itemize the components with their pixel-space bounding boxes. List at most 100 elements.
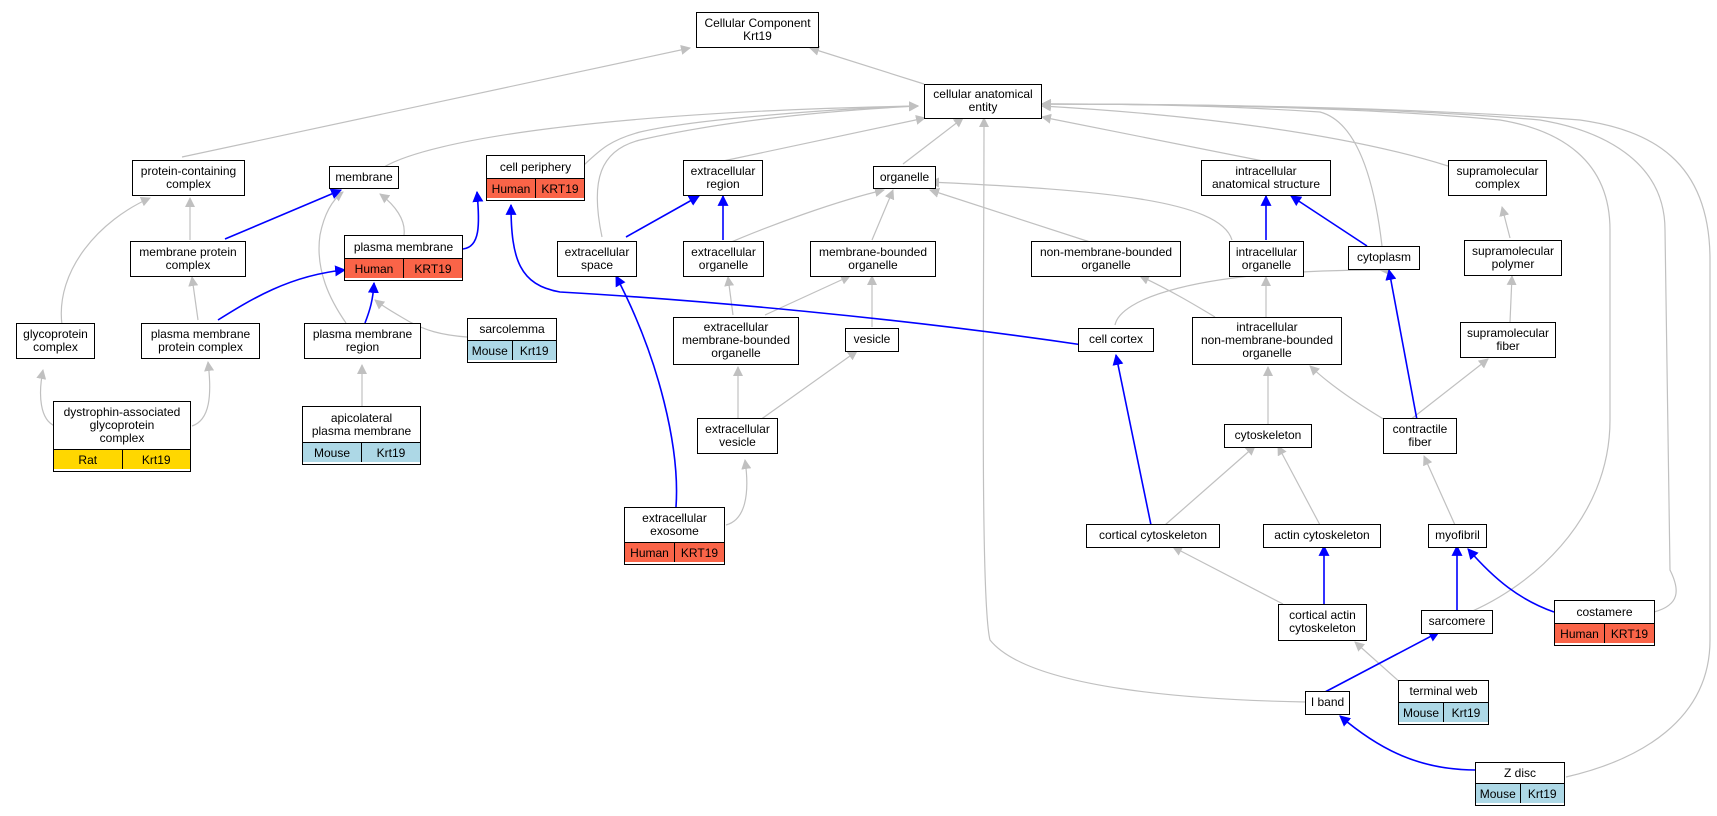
node-plasma-membrane[interactable]: plasma membrane Human KRT19 (344, 235, 463, 281)
node-label: cell cortex (1088, 332, 1144, 346)
node-myofibril[interactable]: myofibril (1428, 524, 1487, 548)
edge-pm-membrane (379, 193, 405, 236)
node-apicolateral-plasma-membrane[interactable]: apicolateral plasma membrane Mouse Krt19 (302, 406, 421, 465)
node-cellular-anatomical-entity[interactable]: cellular anatomical entity (924, 84, 1042, 119)
node-plasma-membrane-region[interactable]: plasma membrane region (304, 323, 421, 359)
node-extracellular-space[interactable]: extracellular space (557, 241, 637, 277)
node-i-band[interactable]: I band (1305, 691, 1350, 715)
edge-membrane-cae (383, 101, 919, 168)
edge-pmr-pm (364, 281, 379, 324)
edge-iband-cae (978, 117, 1307, 703)
node-sarcomere[interactable]: sarcomere (1421, 610, 1493, 634)
node-actin-cytoskeleton[interactable]: actin cytoskeleton (1263, 524, 1381, 548)
annotation-row: Human KRT19 (1555, 623, 1654, 643)
node-label: extracellular space (564, 244, 630, 272)
edge-nmbo-organelle (929, 188, 1091, 243)
node-label: intracellular non-membrane-bounded organ… (1200, 320, 1334, 360)
edge-intorg-organelle (929, 177, 1233, 241)
node-label: vesicle (853, 332, 891, 346)
edge-dgc-gpc (36, 369, 56, 427)
species-tag: Rat (54, 450, 122, 469)
node-z-disc[interactable]: Z disc Mouse Krt19 (1475, 762, 1565, 806)
node-cell-cortex[interactable]: cell cortex (1078, 328, 1154, 352)
node-extracellular-region[interactable]: extracellular region (683, 160, 763, 196)
node-extracellular-vesicle[interactable]: extracellular vesicle (697, 418, 778, 454)
node-cellular-component[interactable]: Cellular Component Krt19 (696, 12, 819, 48)
node-protein-containing-complex[interactable]: protein-containing complex (132, 160, 245, 196)
edge-excspace-cae (596, 101, 919, 238)
node-membrane-protein-complex[interactable]: membrane protein complex (130, 241, 246, 277)
edge-pcc-root (181, 44, 691, 158)
edge-excspace-excreg (625, 195, 700, 238)
node-terminal-web[interactable]: terminal web Mouse Krt19 (1398, 680, 1489, 725)
edge-exosome-excves (725, 459, 752, 526)
edge-ccyto-cytoskel (1164, 445, 1256, 526)
node-extracellular-membrane-bounded-organelle[interactable]: extracellular membrane-bounded organelle (673, 317, 799, 365)
node-extracellular-organelle[interactable]: extracellular organelle (683, 241, 764, 277)
edge-organelle-cae (902, 117, 964, 165)
node-label: protein-containing complex (140, 163, 237, 191)
node-cortical-cytoskeleton[interactable]: cortical cytoskeleton (1086, 524, 1220, 548)
node-label: cortical actin cytoskeleton (1289, 608, 1356, 635)
edge-cellper-cae (583, 101, 919, 166)
annotation-row: Mouse Krt19 (1399, 702, 1488, 722)
edge-pmpc-pm (217, 265, 347, 321)
edge-iband-sarcomere (1324, 631, 1440, 693)
node-cytoplasm[interactable]: cytoplasm (1348, 246, 1420, 270)
node-dystrophin-associated-glycoprotein-complex[interactable]: dystrophin-associated glycoprotein compl… (53, 401, 191, 472)
node-label: sarcolemma (479, 322, 545, 336)
node-supramolecular-fiber[interactable]: supramolecular fiber (1460, 322, 1556, 358)
node-label: Z disc (1503, 765, 1536, 780)
node-supramolecular-complex[interactable]: supramolecular complex (1448, 160, 1547, 196)
annotation-row: Human KRT19 (625, 542, 724, 562)
node-intracellular-organelle[interactable]: intracellular organelle (1229, 241, 1304, 277)
annotation-row: Human KRT19 (345, 258, 462, 278)
node-sarcolemma[interactable]: sarcolemma Mouse Krt19 (467, 318, 557, 363)
edge-embo-excorg (724, 276, 735, 316)
node-cortical-actin-cytoskeleton[interactable]: cortical actin cytoskeleton (1278, 604, 1367, 641)
edge-excves-vesicle (759, 350, 858, 421)
node-costamere[interactable]: costamere Human KRT19 (1554, 600, 1655, 646)
edge-myofibril-cf (1423, 455, 1456, 526)
species-tag: Mouse (1399, 703, 1443, 722)
node-organelle[interactable]: organelle (873, 166, 936, 189)
species-tag: Mouse (1476, 784, 1520, 803)
edge-excreg-cae (722, 114, 926, 162)
node-vesicle[interactable]: vesicle (845, 328, 899, 352)
edge-gpc-pcc (60, 197, 151, 326)
edge-ias-cae (1041, 113, 1264, 162)
edge-cf-smf (1409, 358, 1489, 421)
edge-smf-smp (1506, 275, 1517, 323)
gene-tag: KRT19 (535, 179, 584, 198)
node-non-membrane-bounded-organelle[interactable]: non-membrane-bounded organelle (1031, 241, 1181, 277)
node-label: terminal web (1409, 684, 1478, 698)
node-intracellular-non-membrane-bounded-organelle[interactable]: intracellular non-membrane-bounded organ… (1192, 317, 1342, 365)
edge-cytoplasm-ias (1290, 195, 1368, 247)
species-tag: Mouse (468, 341, 512, 360)
edge-exosome-excspace (615, 275, 678, 508)
edge-pm-cellper (462, 190, 484, 250)
node-glycoprotein-complex[interactable]: glycoprotein complex (16, 323, 95, 359)
node-contractile-fiber[interactable]: contractile fiber (1383, 418, 1457, 454)
node-supramolecular-polymer[interactable]: supramolecular polymer (1464, 240, 1562, 276)
edge-cf-cytoplasm (1385, 268, 1418, 421)
node-intracellular-anatomical-structure[interactable]: intracellular anatomical structure (1201, 160, 1331, 196)
node-plasma-membrane-protein-complex[interactable]: plasma membrane protein complex (141, 323, 260, 359)
node-label: dystrophin-associated glycoprotein compl… (63, 405, 181, 445)
edge-cortex-cellper (505, 203, 1084, 346)
annotation-row: Human KRT19 (487, 178, 584, 198)
node-extracellular-exosome[interactable]: extracellular exosome Human KRT19 (624, 507, 725, 565)
node-membrane[interactable]: membrane (329, 166, 399, 189)
gene-tag: KRT19 (1604, 624, 1654, 643)
annotation-row: Rat Krt19 (54, 449, 190, 469)
node-label: extracellular organelle (691, 244, 756, 272)
node-membrane-bounded-organelle[interactable]: membrane-bounded organelle (810, 241, 936, 277)
node-label: costamere (1576, 604, 1633, 619)
node-label: intracellular anatomical structure (1211, 163, 1321, 191)
annotation-row: Mouse Krt19 (303, 442, 420, 462)
node-label: cell periphery (499, 159, 572, 174)
node-cytoskeleton[interactable]: cytoskeleton (1224, 424, 1312, 448)
node-label: sarcomere (1428, 614, 1486, 628)
node-cell-periphery[interactable]: cell periphery Human KRT19 (486, 155, 585, 201)
gene-tag: Krt19 (511, 341, 556, 360)
